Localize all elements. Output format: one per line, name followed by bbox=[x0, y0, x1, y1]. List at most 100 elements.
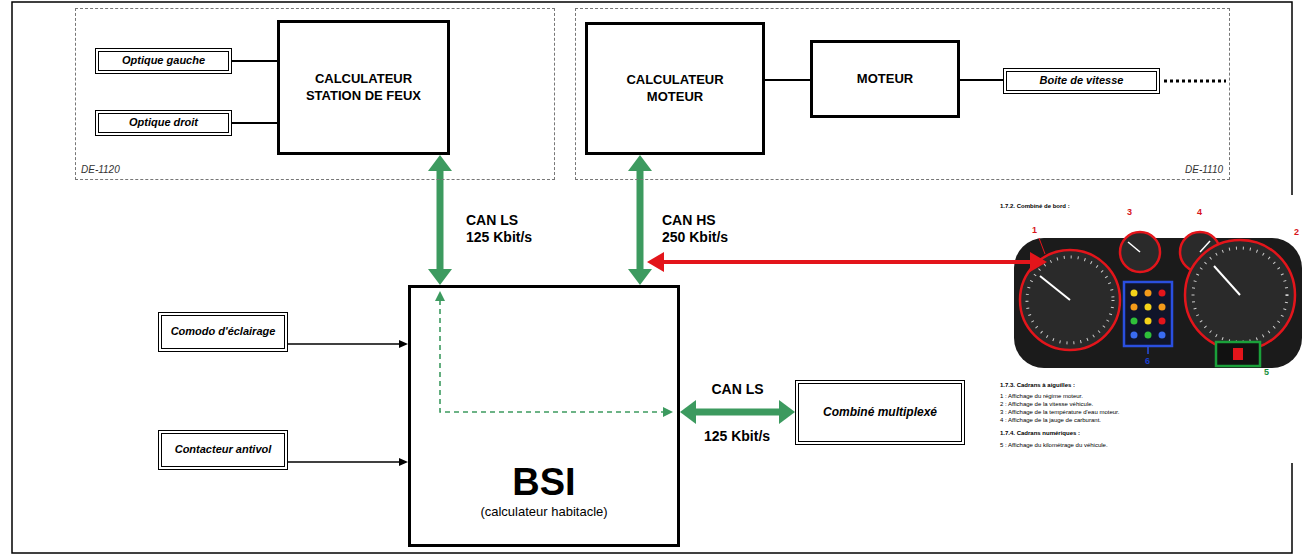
text-slot: MOTEUR bbox=[829, 71, 941, 87]
ecu-box: BSI(calculateur habitacle) bbox=[408, 285, 680, 547]
needle bbox=[1040, 276, 1070, 300]
label-slot: 6 bbox=[1145, 356, 1150, 367]
label-slot: 1.7.2. Combiné de bord : bbox=[1000, 203, 1070, 210]
note-text: 1.7.3. Cadrans à aiguilles : bbox=[1000, 382, 1075, 389]
note-text: 1 : Affichage du régime moteur. bbox=[1000, 393, 1083, 400]
edge-label-slot: CAN LS 125 Kbit/s bbox=[466, 212, 538, 246]
wire-line bbox=[960, 79, 1003, 81]
note-text: 1.7.2. Combiné de bord : bbox=[1000, 203, 1070, 210]
label-slot: 4 : Affichage de la jauge de carburant. bbox=[1000, 417, 1101, 424]
box-label: MOTEUR bbox=[829, 71, 941, 87]
bus-arrow bbox=[437, 171, 444, 269]
text-slot: Contacteur antivol bbox=[167, 443, 279, 457]
red-link bbox=[647, 252, 1047, 272]
warning-light bbox=[1131, 290, 1138, 297]
label-slot: 5 : Affichage du kilométrage du véhicule… bbox=[1000, 442, 1108, 449]
warning-light bbox=[1145, 332, 1152, 339]
gauge bbox=[1020, 250, 1120, 350]
warning-panel bbox=[1124, 282, 1172, 346]
needle bbox=[1214, 266, 1240, 295]
warning-light bbox=[1145, 290, 1152, 297]
dashed-route bbox=[440, 300, 663, 412]
callout-number: 2 bbox=[1294, 227, 1299, 238]
text-slot: Optique gauche bbox=[104, 54, 223, 68]
label-slot: 1 bbox=[1032, 225, 1037, 236]
ecu-box: Comodo d'éclairage bbox=[158, 312, 288, 352]
box-label: CALCULATEUR STATION DE FEUX bbox=[296, 71, 431, 104]
link-head bbox=[647, 252, 664, 272]
warning-light bbox=[1131, 318, 1138, 325]
dashboard-picture bbox=[985, 195, 1306, 463]
odometer-display bbox=[1233, 348, 1243, 360]
gauge-ticks bbox=[1027, 257, 1113, 343]
wire-line bbox=[232, 122, 277, 124]
region-code: DE-1110 bbox=[1185, 164, 1223, 177]
signal-arrow bbox=[288, 461, 399, 463]
text-slot: Comodo d'éclairage bbox=[167, 325, 279, 339]
edge-label-slot: CAN LS bbox=[711, 381, 763, 398]
note-text: 3 : Affichage de la température d'eau mo… bbox=[1000, 409, 1119, 416]
ecu-box: Optique droit bbox=[95, 110, 232, 136]
label-slot: 3 : Affichage de la température d'eau mo… bbox=[1000, 409, 1119, 416]
callout-number: 4 bbox=[1197, 207, 1202, 218]
box-label: Boite de vitesse bbox=[1012, 74, 1151, 88]
wire-line bbox=[765, 79, 810, 81]
warning-lights bbox=[1131, 290, 1166, 339]
wire-line bbox=[232, 60, 277, 62]
connector-group bbox=[232, 61, 1003, 462]
box-label: CALCULATEUR MOTEUR bbox=[604, 72, 746, 105]
box-label: (calculateur habitacle) bbox=[411, 504, 677, 520]
note-text: 1.7.4. Cadrans numériques : bbox=[1000, 430, 1080, 437]
note-text: 2 : Affichage de la vitesse véhicule. bbox=[1000, 401, 1093, 408]
bus-arrow bbox=[637, 171, 644, 269]
box-label: Comodo d'éclairage bbox=[167, 325, 279, 339]
callout-number: 5 bbox=[1264, 367, 1269, 378]
label-slot: 5 bbox=[1264, 367, 1269, 378]
text-slot: (calculateur habitacle) bbox=[411, 504, 677, 520]
ecu-box: Optique gauche bbox=[95, 48, 232, 74]
domain-region: DE-1110 CALCULATEUR MOTEUR MOTEUR Boite de … bbox=[575, 8, 1230, 180]
callout-number: 1 bbox=[1032, 225, 1037, 236]
signal-arrow bbox=[288, 343, 399, 345]
link-head bbox=[1030, 252, 1047, 272]
needle bbox=[1128, 242, 1140, 252]
label-slot: 1.7.4. Cadrans numériques : bbox=[1000, 430, 1080, 437]
label-slot: 3 bbox=[1127, 207, 1132, 218]
warning-light bbox=[1159, 290, 1166, 297]
text-slot: CALCULATEUR MOTEUR bbox=[604, 72, 746, 105]
label-slot: 1 : Affichage du régime moteur. bbox=[1000, 393, 1083, 400]
text-slot: Combiné multiplexé bbox=[804, 405, 956, 420]
warning-light bbox=[1145, 318, 1152, 325]
box-label: Contacteur antivol bbox=[167, 443, 279, 457]
outer-frame bbox=[12, 2, 1292, 553]
label-slot: 2 : Affichage de la vitesse véhicule. bbox=[1000, 401, 1093, 408]
label-slot: 125 Kbit/s bbox=[704, 428, 770, 445]
route-head bbox=[435, 291, 445, 301]
text-slot: BSI bbox=[411, 462, 677, 504]
text-slot: DE-1110 bbox=[1185, 164, 1223, 177]
gauge-ticks bbox=[1193, 248, 1287, 342]
edge-label-slot: CAN HS 250 Kbit/s bbox=[662, 212, 734, 246]
ecu-box: Boite de vitesse bbox=[1003, 68, 1160, 94]
ecu-box: MOTEUR bbox=[810, 40, 960, 118]
text-slot: DE-1120 bbox=[81, 164, 120, 177]
warning-light bbox=[1159, 332, 1166, 339]
dotted-continuation bbox=[1164, 80, 1226, 83]
callout-number: 6 bbox=[1145, 356, 1150, 367]
box-label: Optique gauche bbox=[104, 54, 223, 68]
note-text: 4 : Affichage de la jauge de carburant. bbox=[1000, 417, 1101, 424]
region-code: DE-1120 bbox=[81, 164, 120, 177]
box-label: Combiné multiplexé bbox=[804, 405, 956, 420]
bus-arrow bbox=[696, 409, 779, 416]
link-line bbox=[662, 260, 1032, 264]
label-slot: 1.7.3. Cadrans à aiguilles : bbox=[1000, 382, 1075, 389]
text-slot: CALCULATEUR STATION DE FEUX bbox=[296, 71, 431, 104]
bus-label: CAN LS bbox=[711, 381, 763, 398]
text-slot: Boite de vitesse bbox=[1012, 74, 1151, 88]
warning-light bbox=[1145, 304, 1152, 311]
warning-light bbox=[1131, 304, 1138, 311]
label-slot: 2 bbox=[1294, 227, 1299, 238]
note-text: 125 Kbit/s bbox=[704, 428, 770, 445]
ecu-box: CALCULATEUR STATION DE FEUX bbox=[277, 20, 450, 155]
bus-label: CAN HS 250 Kbit/s bbox=[662, 212, 734, 246]
